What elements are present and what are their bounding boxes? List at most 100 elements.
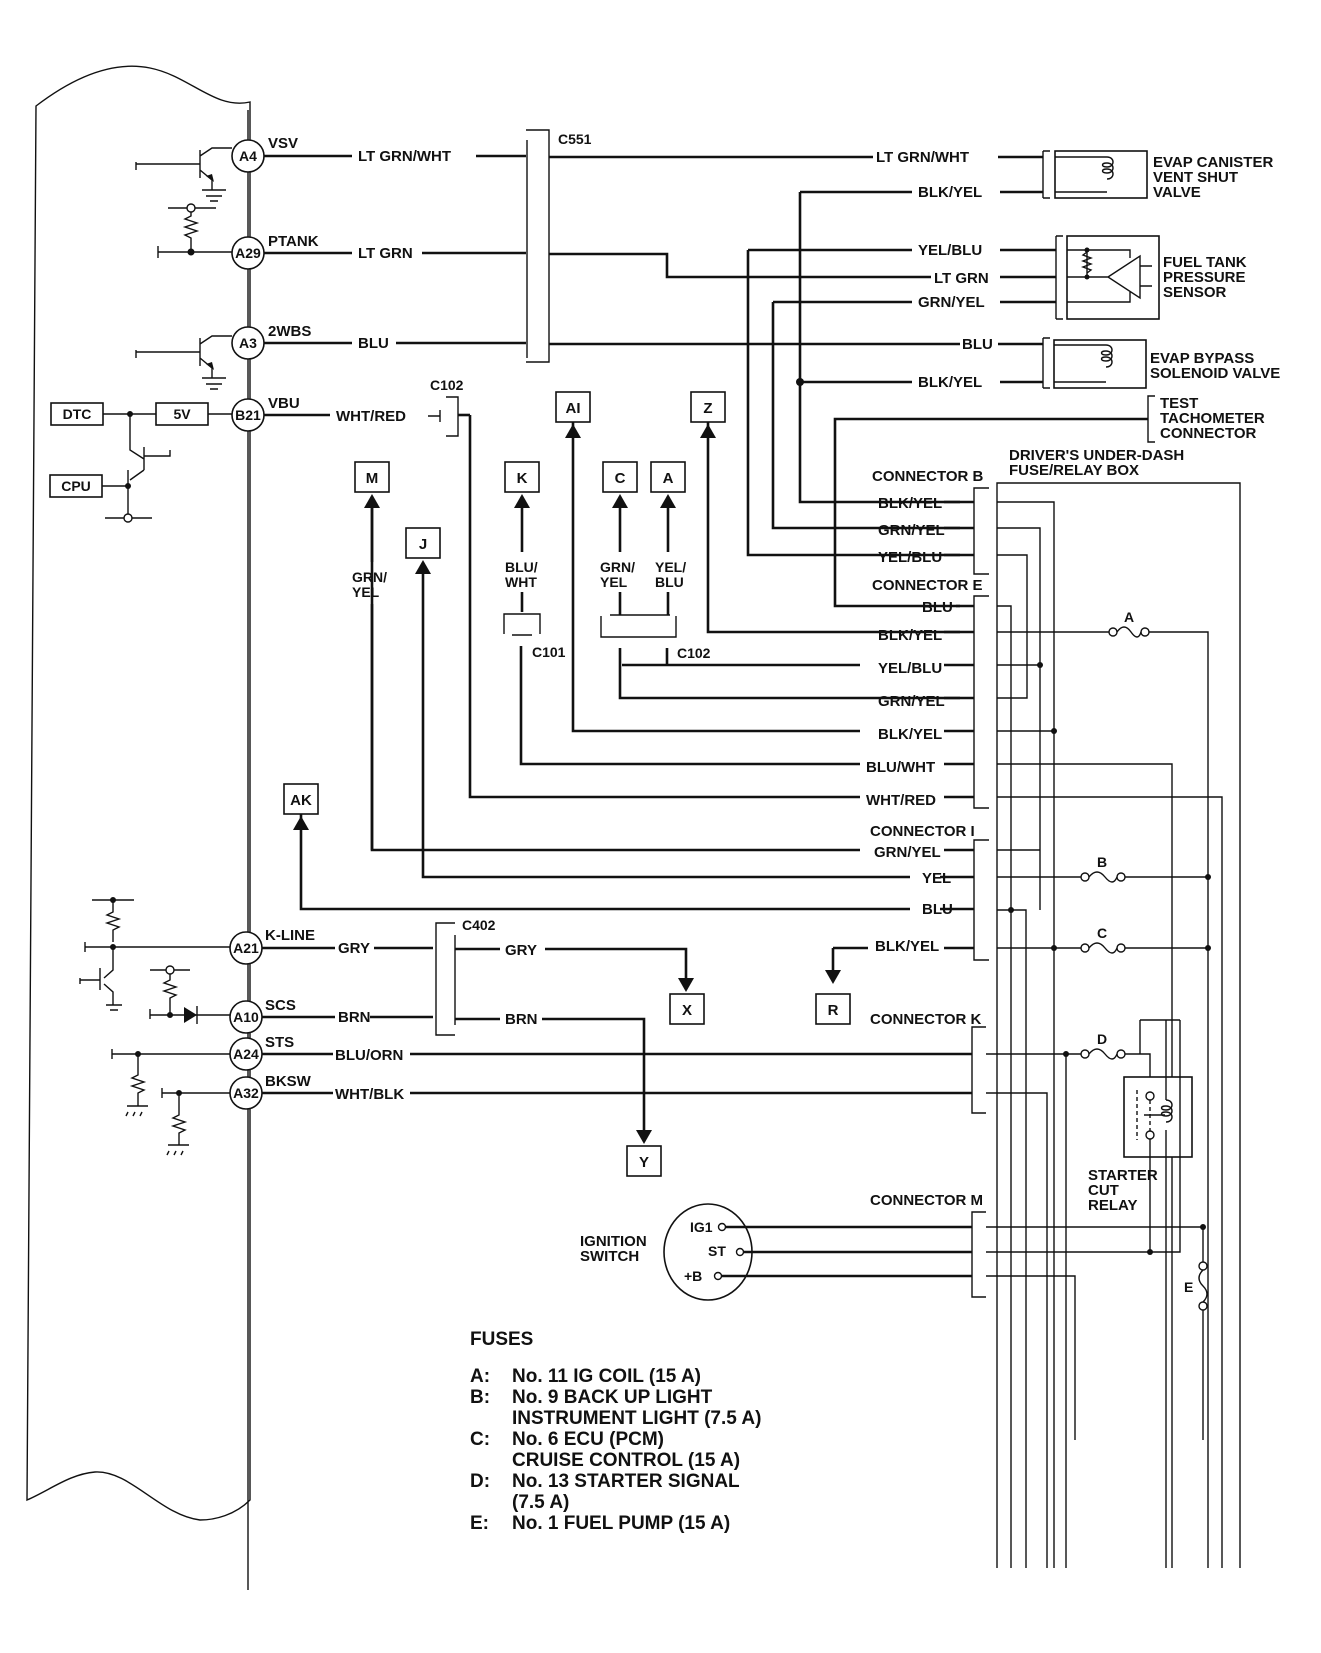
fuse-relay-box: DRIVER'S UNDER-DASH FUSE/RELAY BOX bbox=[996, 447, 1241, 1568]
signal-label: STS bbox=[265, 1034, 294, 1051]
connector-c102-top: C102 bbox=[428, 377, 470, 437]
fuse-label: D bbox=[1097, 1031, 1107, 1047]
connector-label: CONNECTOR E bbox=[872, 577, 983, 594]
pin-label: A32 bbox=[233, 1085, 259, 1101]
ref-label: R bbox=[828, 1002, 839, 1019]
legend-line: CRUISE CONTROL (15 A) bbox=[512, 1450, 740, 1471]
wire-label: YEL/BLU bbox=[918, 242, 982, 259]
five-volt-label: 5V bbox=[173, 406, 191, 422]
connector-k: CONNECTOR K bbox=[870, 1011, 986, 1114]
pin-a21: A21 K-LINE bbox=[229, 927, 315, 965]
ref-label: J bbox=[419, 536, 427, 553]
five-volt-block: 5V bbox=[155, 402, 209, 426]
ref-label: K bbox=[517, 470, 528, 487]
wire-label: LT GRN bbox=[934, 270, 989, 287]
fuel-tank-pressure-sensor: FUEL TANK PRESSURE SENSOR bbox=[1055, 235, 1247, 320]
fuse-label: C bbox=[1097, 925, 1107, 941]
fuse-label: E bbox=[1184, 1279, 1193, 1295]
pin-label: A24 bbox=[233, 1046, 259, 1062]
legend-key: C: bbox=[470, 1429, 490, 1450]
component-label: VENT SHUT bbox=[1153, 169, 1238, 186]
connector-c402: C402 GRY BRN bbox=[435, 917, 538, 1036]
fuse-label: A bbox=[1124, 609, 1134, 625]
wire-label: LT GRN/WHT bbox=[876, 149, 969, 166]
signal-label: VSV bbox=[268, 135, 298, 152]
coil-icon bbox=[1160, 1099, 1173, 1123]
connector-label: C402 bbox=[462, 917, 496, 933]
terminal-label: +B bbox=[684, 1268, 702, 1284]
component-label: CONNECTOR bbox=[1160, 425, 1257, 442]
wire-label: BLK/YEL bbox=[878, 726, 942, 743]
wire-label: BLU bbox=[922, 599, 953, 616]
coil-icon bbox=[1101, 156, 1114, 180]
ref-ak: AK bbox=[283, 783, 319, 830]
fuse-e: E bbox=[1184, 1261, 1208, 1311]
dtc-label: DTC bbox=[63, 406, 92, 422]
cpu-block: CPU bbox=[49, 474, 103, 498]
legend-line: No. 1 FUEL PUMP (15 A) bbox=[512, 1513, 730, 1534]
component-label: RELAY bbox=[1088, 1197, 1137, 1214]
wire-label: BRN bbox=[505, 1011, 538, 1028]
diode-icon bbox=[184, 1007, 197, 1023]
wire-label: YEL/BLU bbox=[878, 660, 942, 677]
wire-label: LT GRN bbox=[358, 245, 413, 262]
connector-label: CONNECTOR M bbox=[870, 1192, 983, 1209]
connector-label: C102 bbox=[430, 377, 464, 393]
component-label: FUEL TANK bbox=[1163, 254, 1247, 271]
signal-label: BKSW bbox=[265, 1073, 312, 1090]
wire-label: GRN/YEL bbox=[878, 522, 945, 539]
component-label: TACHOMETER bbox=[1160, 410, 1265, 427]
component-label: VALVE bbox=[1153, 184, 1201, 201]
wire-label: GRN/YEL bbox=[918, 294, 985, 311]
ref-z: Z bbox=[690, 391, 726, 438]
wire-label: WHT/RED bbox=[866, 792, 936, 809]
pin-label: A29 bbox=[235, 245, 261, 261]
legend-key: E: bbox=[470, 1513, 489, 1534]
evap-vent-valve: EVAP CANISTER VENT SHUT VALVE bbox=[1042, 150, 1273, 201]
wire-label: BLU bbox=[962, 336, 993, 353]
connector-c551: C551 bbox=[526, 129, 592, 363]
wire-label: YEL/BLU bbox=[878, 549, 942, 566]
signal-label: 2WBS bbox=[268, 323, 311, 340]
wire-label: GRY bbox=[505, 942, 537, 959]
pin-a3: A3 2WBS bbox=[231, 323, 311, 360]
connector-label: CONNECTOR I bbox=[870, 823, 975, 840]
legend-line: No. 6 ECU (PCM) bbox=[512, 1429, 664, 1450]
wire-label: BLK/YEL bbox=[875, 938, 939, 955]
legend-line: No. 13 STARTER SIGNAL bbox=[512, 1471, 740, 1492]
connector-label: CONNECTOR K bbox=[870, 1011, 982, 1028]
legend-line: No. 9 BACK UP LIGHT bbox=[512, 1387, 713, 1408]
wire-label: BLU bbox=[358, 335, 389, 352]
component-label: CUT bbox=[1088, 1182, 1119, 1199]
connector-label: CONNECTOR B bbox=[872, 468, 984, 485]
connector-c102-mid: C102 bbox=[600, 614, 711, 661]
ref-ai: AI bbox=[555, 391, 591, 438]
wire-label: GRN/YEL bbox=[878, 693, 945, 710]
ref-x: X bbox=[669, 993, 705, 1025]
connector-e: CONNECTOR E BLU BLK/YEL YEL/BLU GRN/YEL … bbox=[866, 577, 989, 809]
connector-label: C551 bbox=[558, 131, 592, 147]
component-label: FUSE/RELAY BOX bbox=[1009, 462, 1139, 479]
wire-label: BLU/ORN bbox=[335, 1047, 403, 1064]
transistor-icon bbox=[135, 335, 232, 390]
component-label: EVAP BYPASS bbox=[1150, 350, 1254, 367]
legend-key: D: bbox=[470, 1471, 490, 1492]
pin-a29: A29 PTANK bbox=[231, 233, 319, 270]
dtc-block: DTC bbox=[50, 402, 104, 426]
ref-label: M bbox=[366, 470, 379, 487]
ref-label: X bbox=[682, 1002, 692, 1019]
legend-key: A: bbox=[470, 1366, 490, 1387]
component-label: TEST bbox=[1160, 395, 1198, 412]
fuse-c: C bbox=[1080, 925, 1126, 954]
wire-label: BLK/YEL bbox=[918, 184, 982, 201]
ref-m: M GRN/ YEL bbox=[352, 461, 390, 850]
pin-a4: A4 VSV bbox=[231, 135, 298, 173]
ref-r: R bbox=[815, 993, 851, 1025]
legend-title: FUSES bbox=[470, 1329, 533, 1350]
ref-label: Y bbox=[639, 1154, 649, 1171]
wire-label: BLK/YEL bbox=[878, 627, 942, 644]
ref-y: Y bbox=[626, 1145, 662, 1177]
pin-a10: A10 SCS bbox=[229, 997, 296, 1034]
connector-m: CONNECTOR M bbox=[870, 1192, 986, 1298]
